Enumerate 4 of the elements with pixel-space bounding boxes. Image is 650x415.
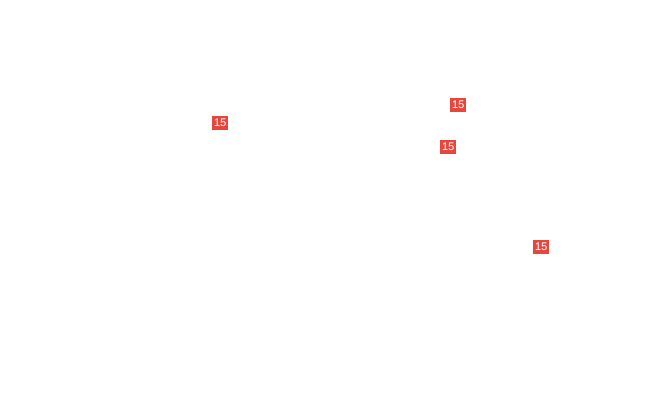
callout-number: 15: [450, 98, 466, 112]
callout-number: 15: [440, 140, 456, 154]
callout-number: 15: [212, 116, 228, 130]
callout-number: 15: [533, 240, 550, 254]
